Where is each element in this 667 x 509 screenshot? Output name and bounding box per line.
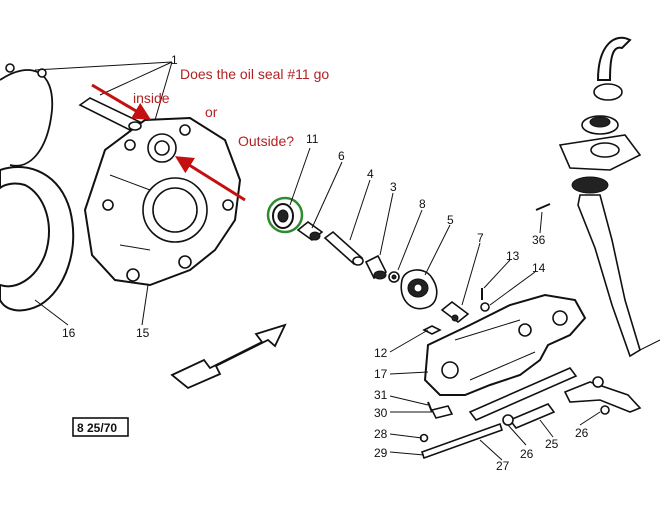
diagram-stamp: 8 25/70 [72,417,129,437]
label-29: 29 [374,446,388,460]
link-rod-25 [468,367,578,429]
label-15: 15 [136,326,150,340]
label-26-bottom: 26 [520,447,534,461]
clamp-part-7 [440,300,470,324]
shaft-part-4 [323,230,364,266]
annotation-outside: Outside? [238,133,294,149]
annotation-or: or [205,104,218,120]
leader-lines [34,61,601,461]
label-17: 17 [374,367,388,381]
label-14: 14 [532,261,546,275]
shift-lever-part [558,36,661,358]
highlight-circle-seal-11 [266,196,304,234]
label-27: 27 [496,459,510,473]
bushing-part-6 [296,220,324,242]
label-6: 6 [338,149,345,163]
label-1: 1 [171,53,178,67]
label-5: 5 [447,213,454,227]
pin-part-36 [535,203,551,211]
label-11: 11 [306,132,319,146]
pin-part-12 [422,325,442,335]
red-arrow-inside [91,83,152,120]
bushing-part-30 [430,405,454,419]
label-16: 16 [62,326,76,340]
label-26-right: 26 [575,426,589,440]
label-31: 31 [374,388,388,402]
washer-part-14 [480,302,490,312]
rod-part-27 [420,422,504,460]
oil-seal-11 [272,203,294,229]
label-13: 13 [506,249,520,263]
bracket-part-17 [423,293,587,396]
direction-arrow [170,323,287,390]
label-25: 25 [545,437,559,451]
annotation-inside: inside [133,90,170,106]
label-8: 8 [419,197,426,211]
gasket-part [0,63,54,167]
lever-part-26 [563,376,642,415]
label-28: 28 [374,427,388,441]
label-12: 12 [374,346,388,360]
svg-text:8 25/70: 8 25/70 [77,421,117,435]
dowel-pin-part [78,97,142,131]
label-3: 3 [390,180,397,194]
seal-ring-16 [0,165,75,312]
bushing-part-26b [502,414,514,426]
label-4: 4 [367,167,374,181]
annotation-question: Does the oil seal #11 go [180,66,329,82]
label-7: 7 [477,231,484,245]
joint-part-5 [400,269,438,310]
ring-part-8 [388,271,400,283]
sleeve-part-3 [364,254,388,280]
housing-part-15 [83,116,242,287]
red-arrow-outside [174,156,246,202]
label-30: 30 [374,406,388,420]
label-36: 36 [532,233,546,247]
